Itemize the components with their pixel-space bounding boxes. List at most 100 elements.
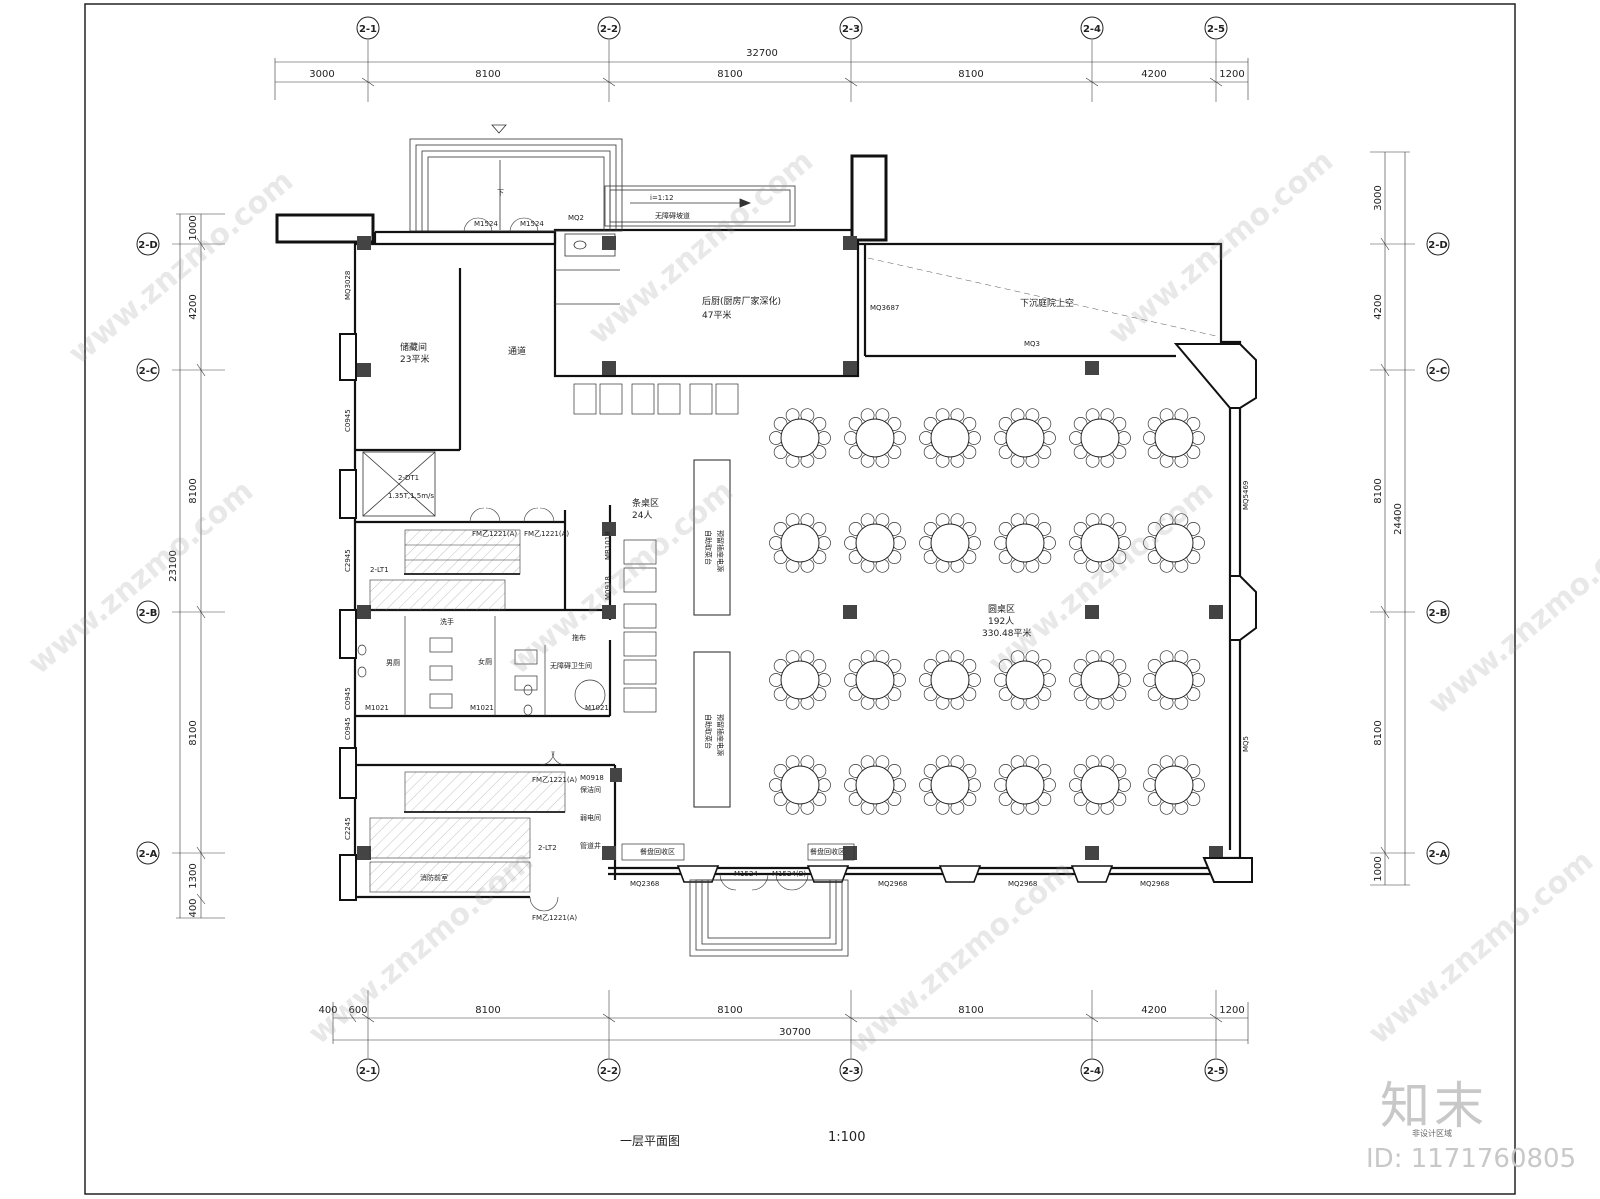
right-dim-2: 4200 xyxy=(1373,294,1384,319)
svg-text:2-D: 2-D xyxy=(1428,240,1447,251)
stair-2-name: 2-LT2 xyxy=(538,844,557,852)
left-dim-1: 1000 xyxy=(188,215,199,240)
storage-area: 23平米 xyxy=(400,353,429,365)
table-top xyxy=(1005,418,1045,458)
bottom-dim-7: 1200 xyxy=(1219,1005,1244,1016)
axis-bubble-top-4: 2-4 xyxy=(1080,16,1104,40)
table-top xyxy=(1154,660,1194,700)
table-top xyxy=(1080,418,1120,458)
axis-bubble-bottom-1: 2-1 xyxy=(356,1058,380,1082)
table-top xyxy=(855,765,895,805)
buffet-1-line2: 预留插座电源 xyxy=(716,530,725,572)
round-table xyxy=(994,408,1056,468)
brand-logo-subtitle: 非设计区域 xyxy=(1412,1129,1452,1138)
table-top xyxy=(855,418,895,458)
svg-text:MQ3687: MQ3687 xyxy=(870,304,899,312)
svg-text:MQ2: MQ2 xyxy=(568,214,584,222)
round-table xyxy=(994,650,1056,710)
wellpipe-name: 管道井 xyxy=(580,841,601,850)
svg-text:M0918: M0918 xyxy=(604,576,612,600)
axis-bubble-left-D: 2-D xyxy=(136,232,160,256)
svg-text:FM乙1221(A): FM乙1221(A) xyxy=(472,530,517,538)
drawing-frame xyxy=(84,3,1516,1195)
svg-text:2-C: 2-C xyxy=(139,366,157,377)
brand-logo: 知末 xyxy=(1380,1077,1488,1135)
down-mark: 下 xyxy=(497,189,504,197)
table-top xyxy=(1154,418,1194,458)
round-table xyxy=(844,513,906,573)
bottom-facade-bays xyxy=(676,865,1114,883)
void-diagonal xyxy=(867,257,1217,337)
svg-text:2-A: 2-A xyxy=(139,849,158,860)
svg-text:MB1018: MB1018 xyxy=(604,531,612,560)
electric-name: 弱电间 xyxy=(580,813,601,822)
door-swings xyxy=(463,217,809,912)
svg-text:MQ3: MQ3 xyxy=(1024,340,1040,348)
top-dim-5: 4200 xyxy=(1141,69,1166,80)
left-total-dim: 23100 xyxy=(168,550,179,582)
table-top xyxy=(930,418,970,458)
top-dim-6: 1200 xyxy=(1219,69,1244,80)
buffet-counter-2 xyxy=(693,651,731,808)
axis-bubble-top-2: 2-2 xyxy=(597,16,621,40)
round-table xyxy=(769,650,831,710)
elevator-shaft xyxy=(362,451,436,517)
drawing-scale: 1:100 xyxy=(828,1130,866,1145)
left-facade-bays xyxy=(339,333,357,901)
svg-text:2-4: 2-4 xyxy=(1083,1066,1101,1077)
bottom-dim-2: 600 xyxy=(348,1005,367,1016)
svg-text:2-C: 2-C xyxy=(1429,366,1447,377)
top-dim-4: 8100 xyxy=(958,69,983,80)
svg-text:M1021: M1021 xyxy=(470,704,494,712)
elevator-spec: 1.35T,1.5m/s xyxy=(388,492,434,500)
top-dim-3: 8100 xyxy=(717,69,742,80)
bottom-dim-5: 8100 xyxy=(958,1005,983,1016)
axis-bubble-left-B: 2-B xyxy=(136,600,160,624)
round-table xyxy=(844,755,906,815)
buffet-2-line2: 预留插座电源 xyxy=(716,714,725,756)
svg-text:MQ2968: MQ2968 xyxy=(1140,880,1169,888)
kitchen-name: 后厨(厨房厂家深化) xyxy=(702,295,781,307)
table-top xyxy=(780,418,820,458)
ramp-slope-label: i=1:12 xyxy=(650,194,674,202)
svg-text:2-3: 2-3 xyxy=(842,24,860,35)
round-table xyxy=(994,755,1056,815)
svg-text:M1524: M1524 xyxy=(734,870,758,878)
long-tables-side xyxy=(623,539,657,713)
axis-bubble-bottom-2: 2-2 xyxy=(597,1058,621,1082)
bottom-total-dim: 30700 xyxy=(779,1027,811,1038)
left-dim-5: 1300 xyxy=(188,863,199,888)
axis-bubble-bottom-5: 2-5 xyxy=(1204,1058,1228,1082)
long-table-capacity: 24人 xyxy=(632,510,652,521)
stair-1 xyxy=(369,529,521,611)
table-top xyxy=(780,660,820,700)
right-dim-3: 8100 xyxy=(1373,478,1384,503)
table-top xyxy=(855,660,895,700)
long-tables-top xyxy=(573,383,739,415)
round-table-group xyxy=(769,408,1205,815)
bottom-dim-3: 8100 xyxy=(475,1005,500,1016)
right-dimensions xyxy=(1370,151,1410,886)
left-wall-stub xyxy=(275,213,375,244)
table-top xyxy=(930,765,970,805)
svg-text:FM乙1221(A): FM乙1221(A) xyxy=(532,914,577,922)
top-dim-2: 8100 xyxy=(475,69,500,80)
round-table xyxy=(1143,408,1205,468)
svg-text:MQ5: MQ5 xyxy=(1242,736,1250,752)
table-top xyxy=(1080,765,1120,805)
round-table xyxy=(769,408,831,468)
round-table xyxy=(769,513,831,573)
table-top xyxy=(1154,765,1194,805)
washroom-name: 洗手 xyxy=(440,617,454,626)
svg-text:C0945: C0945 xyxy=(344,717,352,740)
svg-text:C0945: C0945 xyxy=(344,687,352,710)
top-dim-1: 3000 xyxy=(309,69,334,80)
svg-text:2-2: 2-2 xyxy=(600,24,618,35)
svg-text:2-5: 2-5 xyxy=(1207,24,1225,35)
axis-bubble-right-A: 2-A xyxy=(1426,841,1450,865)
round-table xyxy=(1143,755,1205,815)
accessible-wc-name: 无障碍卫生间 xyxy=(550,661,592,670)
axis-bubble-top-5: 2-5 xyxy=(1204,16,1228,40)
svg-text:M1524: M1524 xyxy=(520,220,544,228)
